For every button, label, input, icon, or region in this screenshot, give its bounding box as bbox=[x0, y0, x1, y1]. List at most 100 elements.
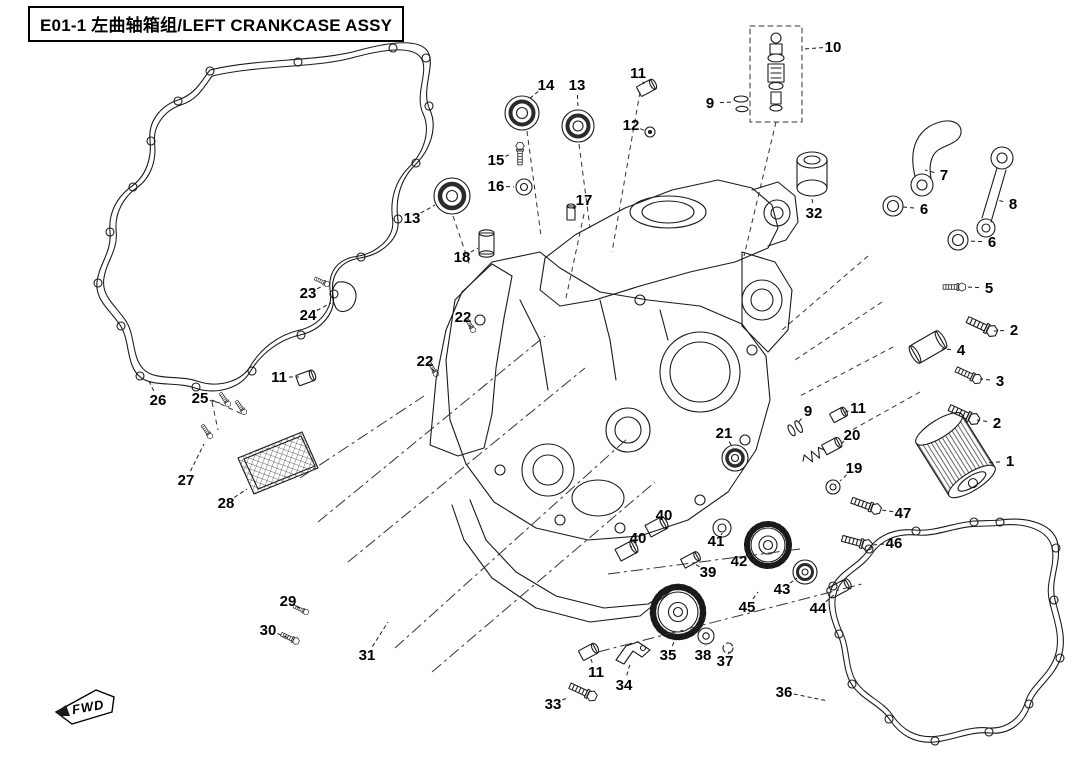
leader-line-20 bbox=[837, 440, 845, 447]
callout-4: 4 bbox=[957, 342, 966, 359]
callout-31: 31 bbox=[359, 647, 376, 664]
fwd-marker: FWD bbox=[54, 689, 115, 725]
seal-ring-6a bbox=[882, 195, 904, 217]
leader-line-35 bbox=[671, 639, 676, 647]
callout-25: 25 bbox=[192, 390, 209, 407]
callout-35: 35 bbox=[660, 647, 677, 664]
bolt-47 bbox=[849, 494, 883, 517]
washers-9b bbox=[787, 420, 803, 437]
callout-24: 24 bbox=[300, 307, 317, 324]
washer-41 bbox=[712, 518, 732, 538]
leader-lines-layer bbox=[148, 47, 1005, 702]
dowel-18 bbox=[478, 229, 495, 258]
leader-line-14 bbox=[528, 90, 539, 100]
callout-20: 20 bbox=[844, 427, 861, 444]
leader-line-44 bbox=[825, 594, 835, 603]
leader-line-30 bbox=[277, 633, 290, 639]
callout-42: 42 bbox=[731, 553, 748, 570]
leader-line-5 bbox=[965, 286, 980, 289]
leader-line-39 bbox=[694, 563, 700, 568]
leader-line-29 bbox=[296, 605, 303, 611]
callout-10: 10 bbox=[825, 39, 842, 56]
callout-38: 38 bbox=[695, 647, 712, 664]
rod-8 bbox=[976, 146, 1014, 238]
bushing-4 bbox=[908, 330, 948, 364]
pin-11b bbox=[295, 369, 317, 387]
ball-bearing-14 bbox=[504, 95, 540, 131]
leader-line-31 bbox=[371, 621, 389, 647]
bolt-3 bbox=[953, 364, 984, 386]
leader-line-10 bbox=[802, 47, 824, 50]
callout-9: 9 bbox=[804, 403, 812, 420]
relief-valve-assembly bbox=[749, 25, 803, 123]
callout-3: 3 bbox=[996, 373, 1004, 390]
callout-8: 8 bbox=[1009, 196, 1017, 213]
leader-line-13 bbox=[576, 94, 579, 110]
washer-19 bbox=[825, 479, 841, 495]
leader-line-18 bbox=[470, 247, 479, 253]
leader-line-11 bbox=[589, 656, 593, 663]
callout-39: 39 bbox=[700, 564, 717, 581]
callout-37: 37 bbox=[717, 653, 734, 670]
pin-17 bbox=[566, 203, 576, 221]
leader-line-2 bbox=[976, 419, 988, 423]
callout-30: 30 bbox=[260, 622, 277, 639]
leader-line-17 bbox=[572, 205, 577, 210]
seal-ring-6b bbox=[947, 229, 969, 251]
roller-40b bbox=[614, 540, 639, 562]
callout-45: 45 bbox=[739, 599, 756, 616]
callout-21: 21 bbox=[716, 425, 733, 442]
ball-bearing-13-left bbox=[433, 177, 471, 215]
leader-line-37 bbox=[727, 651, 730, 655]
callout-47: 47 bbox=[895, 505, 912, 522]
callout-11: 11 bbox=[850, 400, 866, 417]
bearing-43 bbox=[792, 559, 818, 585]
right-cover-gasket bbox=[828, 517, 1065, 746]
leader-line-11 bbox=[841, 410, 849, 414]
callout-40: 40 bbox=[656, 507, 673, 524]
leader-line-47 bbox=[880, 509, 894, 513]
pin-11c bbox=[829, 406, 848, 423]
callout-27: 27 bbox=[178, 472, 195, 489]
leader-line-43 bbox=[789, 577, 798, 584]
callout-41: 41 bbox=[708, 533, 725, 550]
leader-line-19 bbox=[839, 474, 848, 482]
callout-6: 6 bbox=[920, 201, 928, 218]
leader-line-8 bbox=[996, 199, 1004, 203]
leader-line-32 bbox=[811, 197, 814, 204]
callout-15: 15 bbox=[488, 152, 505, 169]
callout-29: 29 bbox=[280, 593, 297, 610]
callout-23: 23 bbox=[300, 285, 317, 302]
pin-39 bbox=[680, 551, 701, 569]
leader-line-3 bbox=[979, 378, 991, 381]
callout-32: 32 bbox=[806, 205, 823, 222]
callout-9: 9 bbox=[706, 95, 714, 112]
stud-5 bbox=[942, 282, 966, 292]
callout-18: 18 bbox=[454, 249, 471, 266]
callout-26: 26 bbox=[150, 392, 167, 409]
leader-line-40 bbox=[630, 545, 633, 548]
callout-28: 28 bbox=[218, 495, 235, 512]
page-title: E01-1 左曲轴箱组/LEFT CRANKCASE ASSY bbox=[28, 6, 405, 42]
leader-line-45 bbox=[752, 591, 759, 600]
leader-line-15 bbox=[505, 153, 512, 157]
callout-40: 40 bbox=[630, 530, 647, 547]
pin-11d bbox=[578, 642, 600, 661]
ball-12 bbox=[644, 126, 656, 138]
leader-line-13 bbox=[420, 204, 436, 214]
breather-elbow bbox=[796, 151, 828, 197]
callout-12: 12 bbox=[623, 117, 640, 134]
leader-line-26 bbox=[148, 380, 155, 392]
bolt-33 bbox=[567, 680, 599, 704]
callout-17: 17 bbox=[576, 192, 593, 209]
callout-6: 6 bbox=[988, 234, 996, 251]
callout-44: 44 bbox=[810, 600, 827, 617]
leader-line-9 bbox=[796, 418, 802, 425]
callout-34: 34 bbox=[616, 677, 633, 694]
leader-line-34 bbox=[626, 663, 631, 676]
callout-11: 11 bbox=[271, 369, 287, 386]
roller-40a bbox=[644, 516, 669, 538]
left-cover-gasket bbox=[93, 42, 434, 392]
